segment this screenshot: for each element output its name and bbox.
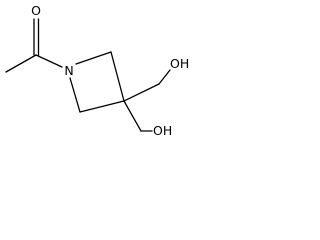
carbonyl-oxygen-label: O — [31, 3, 41, 18]
ring-bond-c2-c3 — [110, 51, 125, 102]
molecule-structure: O N OH OH — [5, 3, 189, 138]
methyl-carbonyl-bond — [5, 54, 37, 73]
c3-ch2-upper-bond — [123, 83, 160, 102]
carbonyl-nitrogen-bond — [35, 54, 63, 68]
c3-ch2-lower-bond — [123, 100, 142, 132]
ring-bond-c4-n — [69, 77, 81, 113]
ring-bond-c3-c4 — [79, 100, 125, 113]
hydroxyl-upper-label: OH — [170, 56, 189, 71]
ch2-oh-upper-bond — [158, 69, 171, 85]
ring-nitrogen-label: N — [64, 63, 73, 78]
hydroxyl-lower-label: OH — [153, 123, 172, 138]
ring-bond-n-c2 — [75, 51, 112, 65]
